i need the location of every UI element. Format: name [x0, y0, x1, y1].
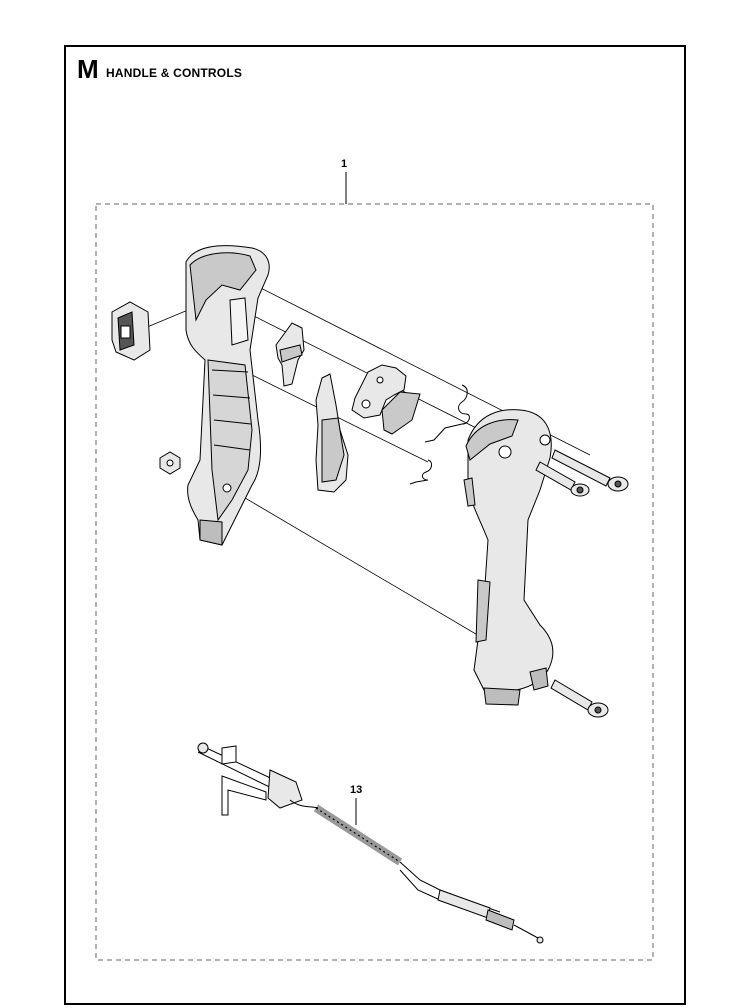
throttle-lockout[interactable] [275, 322, 305, 387]
callout-label-1[interactable]: 1 [341, 158, 348, 170]
callout-label-13[interactable]: 13 [350, 784, 363, 796]
throttle-cable[interactable] [197, 742, 544, 944]
diagram-frame [64, 45, 686, 1005]
stop-switch[interactable] [111, 301, 151, 361]
hex-nut[interactable] [159, 451, 181, 475]
throttle-trigger[interactable] [315, 373, 349, 493]
torsion-spring-lower[interactable] [409, 459, 433, 485]
right-handle-half[interactable] [463, 409, 554, 706]
throttle-lever[interactable] [351, 364, 421, 435]
left-handle-half[interactable] [185, 245, 270, 546]
section-title: HANDLE & CONTROLS [106, 66, 243, 80]
torsion-spring-upper[interactable] [424, 384, 470, 443]
section-letter: M [77, 54, 99, 84]
screw-upper-long[interactable] [551, 449, 629, 492]
screw-upper-short[interactable] [535, 461, 590, 497]
screw-lower[interactable] [550, 679, 609, 718]
